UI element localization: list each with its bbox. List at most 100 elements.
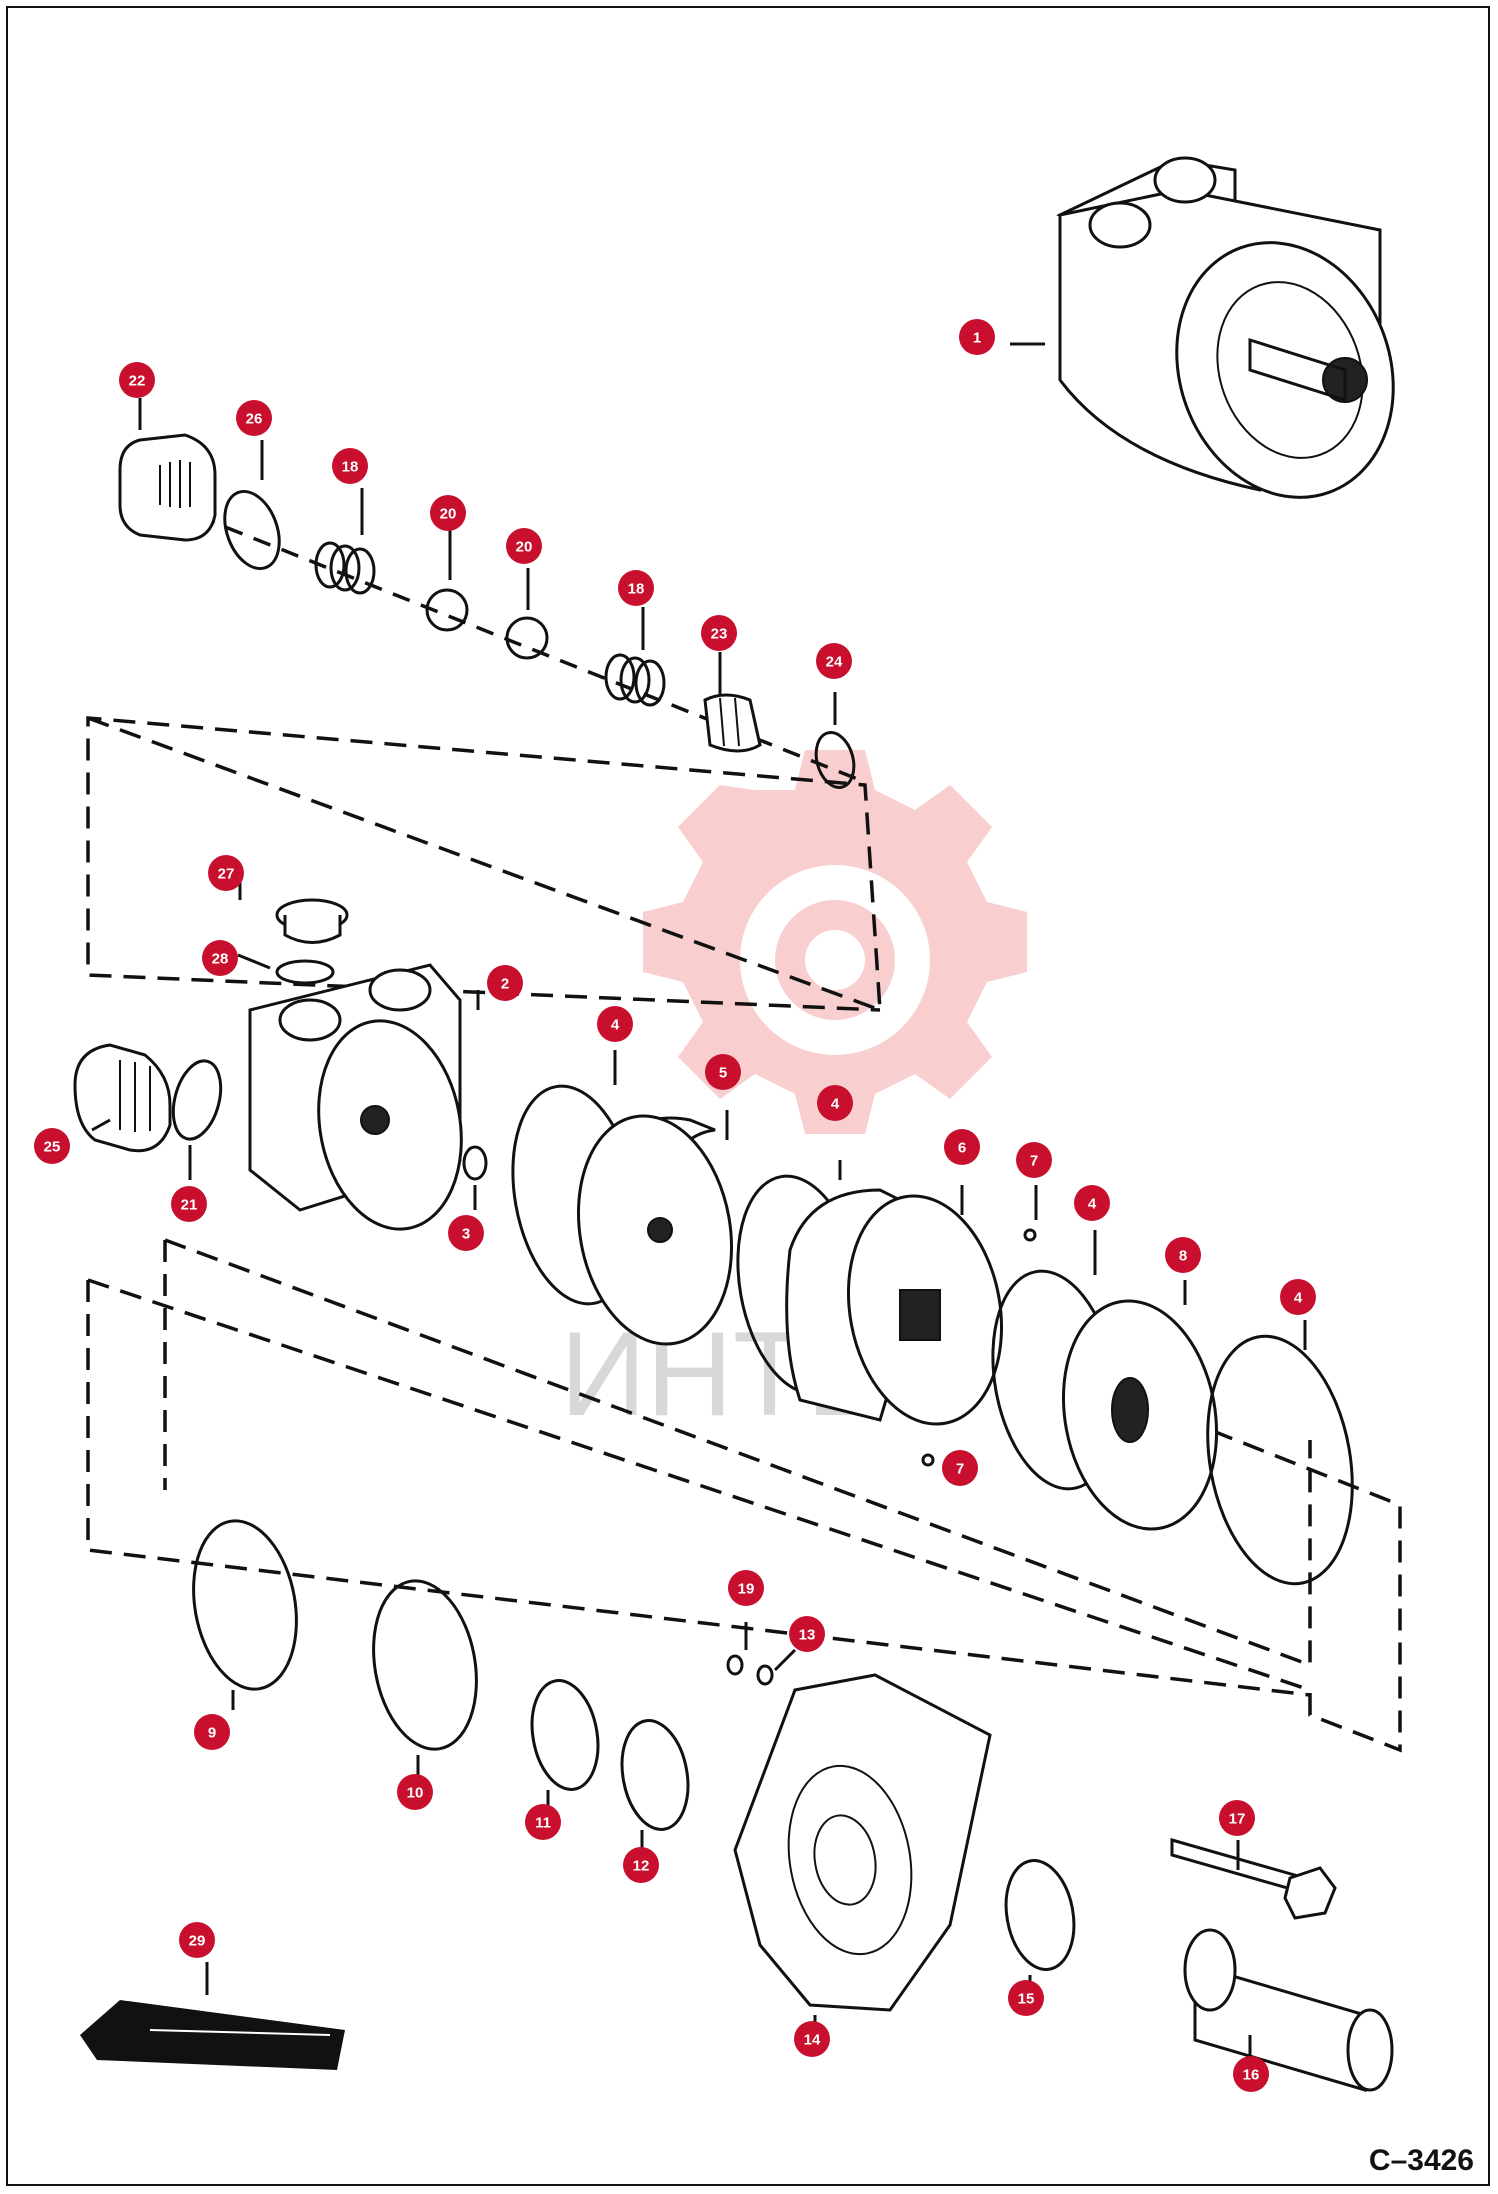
part-20-ball-a [425,588,469,632]
part-4-seal-d [1206,1334,1354,1586]
valve-parts-row [118,433,861,789]
callout-15: 15 [1008,1980,1044,2016]
callout-11: 11 [525,1804,561,1840]
callout-label: 22 [129,373,146,390]
part-7-pin-a [1023,1228,1037,1242]
callout-label: 4 [611,1017,620,1034]
callout-label: 2 [501,976,509,993]
callout-26: 26 [236,400,272,436]
callout-label: 4 [831,1096,840,1113]
part-8-wear-plate [1061,1299,1219,1531]
part-22-plug [118,433,217,542]
callout-18: 18 [332,448,368,484]
callout-12: 12 [623,1847,659,1883]
callout-label: 15 [1018,1991,1035,2008]
callout-label: 29 [189,1933,206,1950]
callout-layer: 1234444567789101112131415161718181920202… [34,319,1316,2092]
callout-25: 25 [34,1128,70,1164]
callout-13: 13 [789,1616,825,1652]
callout-label: 7 [1030,1153,1038,1170]
assembly-guide-lines [86,716,1402,1753]
callout-21: 21 [171,1186,207,1222]
callout-16: 16 [1233,2056,1269,2092]
callout-27: 27 [208,855,244,891]
callout-label: 19 [738,1581,755,1598]
part-10-shim [372,1579,478,1751]
callout-label: 5 [719,1065,727,1082]
callout-24: 24 [816,643,852,679]
watermark-gear-logo [643,750,1027,1134]
callout-label: 21 [181,1197,198,1214]
part-24-ring [814,731,856,789]
callout-label: 7 [956,1461,964,1478]
callout-7: 7 [1016,1142,1052,1178]
callout-4: 4 [597,1006,633,1042]
callout-6: 6 [944,1129,980,1165]
part-1-motor-assembly [1056,156,1395,499]
callout-label: 13 [799,1627,816,1644]
callout-18: 18 [618,570,654,606]
part-18-spring-b [604,653,666,707]
part-2-housing [248,963,463,1231]
callout-label: 14 [804,2032,821,2049]
part-26-o-ring [223,489,281,571]
part-16-drive-shaft [1183,1928,1394,2093]
part-13-pin [756,1664,774,1686]
part-18-spring-a [314,541,376,595]
callout-2: 2 [487,965,523,1001]
callout-label: 4 [1294,1290,1303,1307]
callout-22: 22 [119,362,155,398]
callout-label: 20 [516,539,533,556]
callout-label: 4 [1088,1196,1097,1213]
part-23-sleeve [703,693,762,753]
callout-19: 19 [728,1570,764,1606]
callout-29: 29 [179,1922,215,1958]
callout-20: 20 [430,495,466,531]
callout-1: 1 [959,319,995,355]
callout-label: 25 [44,1139,61,1156]
drawing-code-label: C–3426 [1368,2144,1474,2177]
callout-label: 17 [1229,1811,1246,1828]
callout-4: 4 [817,1085,853,1121]
callout-label: 18 [628,581,645,598]
part-27-cap [275,898,349,944]
callout-label: 27 [218,866,235,883]
callout-label: 26 [246,411,263,428]
part-17-bolt [1170,1838,1337,1920]
callout-23: 23 [701,615,737,651]
part-15-thrust-washer [1004,1859,1076,1971]
callout-label: 24 [826,654,843,671]
part-5-valve-disc [576,1114,734,1346]
callout-4: 4 [1074,1185,1110,1221]
part-12-ring [620,1719,690,1831]
callout-label: 20 [440,506,457,523]
part-7-pin-b [921,1453,935,1467]
callout-5: 5 [705,1054,741,1090]
callout-label: 28 [212,951,229,968]
callout-20: 20 [506,528,542,564]
callout-8: 8 [1165,1237,1201,1273]
callout-label: 3 [462,1226,470,1243]
part-11-ring [530,1679,600,1791]
callout-label: 6 [958,1140,966,1157]
callout-14: 14 [794,2021,830,2057]
callout-label: 10 [407,1785,424,1802]
part-29-kit [80,2000,345,2070]
part-6-gerotor [785,1188,1004,1426]
callout-label: 23 [711,626,728,643]
callout-label: 18 [342,459,359,476]
part-9-gasket [192,1519,298,1691]
part-19-o-ring [726,1654,744,1676]
callout-label: 16 [1243,2067,1260,2084]
callout-label: 1 [973,330,981,347]
callout-10: 10 [397,1774,433,1810]
callout-7: 7 [942,1450,978,1486]
part-28-o-ring [275,959,335,985]
callout-label: 9 [208,1725,216,1742]
part-21-o-ring [171,1059,223,1141]
part-14-flange [733,1673,992,2012]
callout-label: 11 [535,1815,551,1832]
callout-17: 17 [1219,1800,1255,1836]
callout-label: 12 [633,1858,650,1875]
callout-3: 3 [448,1215,484,1251]
